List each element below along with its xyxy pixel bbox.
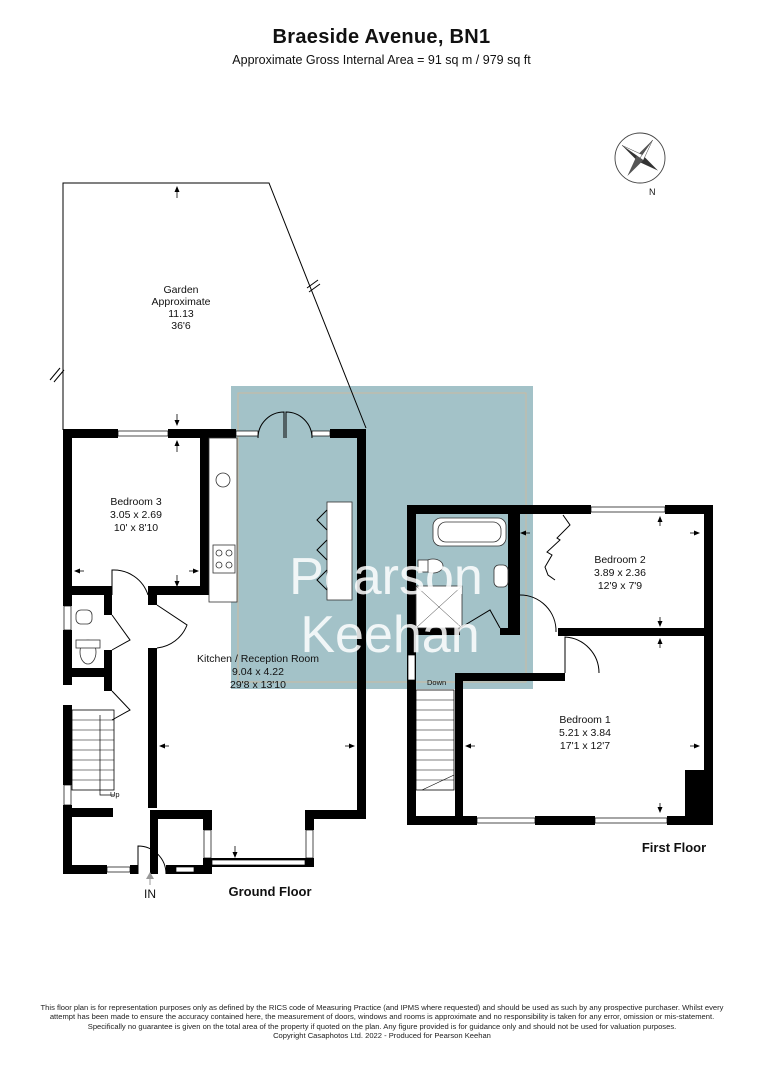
svg-text:29'8 x 13'10: 29'8 x 13'10 [230,679,286,691]
ground-floor-walls [63,429,366,874]
svg-text:3.89 x 2.36: 3.89 x 2.36 [594,567,646,579]
compass-n-label: N [649,187,656,197]
bedroom2-label: Bedroom 2 3.89 x 2.36 12'9 x 7'9 [594,554,646,592]
svg-text:10' x 8'10: 10' x 8'10 [114,522,158,534]
bedroom1-label: Bedroom 1 5.21 x 3.84 17'1 x 12'7 [559,714,611,752]
stairs-down-label: Down [427,678,446,687]
disclaimer: This floor plan is for representation pu… [38,1003,726,1041]
watermark-line1: Pearson [289,548,483,606]
kitchen-label: Kitchen / Reception Room 9.04 x 4.22 29'… [197,653,319,691]
svg-text:11.13: 11.13 [168,308,194,320]
svg-text:9.04 x 4.22: 9.04 x 4.22 [232,666,284,678]
sink-icon [215,472,231,488]
svg-text:Bedroom 3: Bedroom 3 [110,496,162,508]
basin-icon [75,609,93,625]
ground-floor-label: Ground Floor [228,884,311,899]
bedroom3-label: Bedroom 3 3.05 x 2.69 10' x 8'10 [110,496,162,534]
garden-outline [49,182,367,430]
basin-icon [493,564,509,588]
ground-dimension-markers [74,440,355,858]
watermark-text: Pearson Keehan [289,548,483,664]
svg-text:Kitchen / Reception Room: Kitchen / Reception Room [197,653,319,665]
plan-subtitle: Approximate Gross Internal Area = 91 sq … [232,53,531,67]
ground-stairs: Up [71,709,120,799]
svg-text:17'1 x 12'7: 17'1 x 12'7 [560,740,610,752]
svg-text:Bedroom 1: Bedroom 1 [559,714,611,726]
svg-text:Garden: Garden [163,284,198,296]
entrance-label: IN [144,887,156,901]
hob-icon [212,544,236,574]
watermark-line2: Keehan [300,606,479,664]
compass-icon: N [614,132,666,197]
first-floor-walls [407,505,713,825]
svg-text:Approximate: Approximate [152,296,211,308]
stairs-up-label: Up [110,790,120,799]
first-floor-fixtures: Down [415,514,600,791]
svg-text:12'9 x 7'9: 12'9 x 7'9 [598,580,642,592]
svg-text:36'6: 36'6 [171,320,191,332]
plan-title: Braeside Avenue, BN1 [272,26,491,48]
copyright-text: Copyright Casaphotos Ltd. 2022 - Produce… [273,1031,491,1041]
svg-text:Bedroom 2: Bedroom 2 [594,554,646,566]
first-dimension-markers [465,516,700,813]
first-floor-label: First Floor [642,840,706,855]
garden-label: Garden Approximate 11.13 36'6 [152,284,211,332]
disclaimer-text: This floor plan is for representation pu… [40,1003,724,1031]
first-floor-stairs: Down [415,678,455,791]
svg-text:3.05 x 2.69: 3.05 x 2.69 [110,509,162,521]
ground-floor-fixtures: Up [71,411,353,885]
svg-text:5.21 x 3.84: 5.21 x 3.84 [559,727,611,739]
